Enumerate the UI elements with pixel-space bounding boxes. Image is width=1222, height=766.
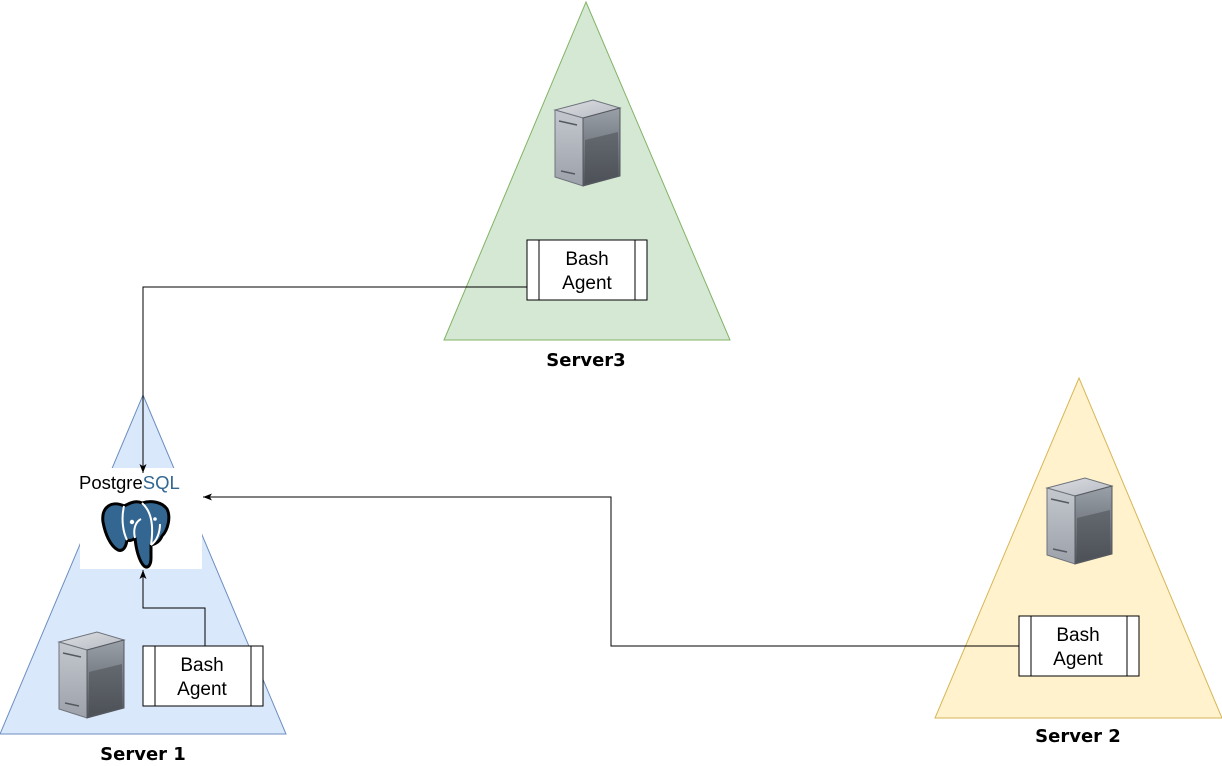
connector-server1-to-postgresql [139,570,206,646]
server2-bash-agent[interactable]: Bash Agent [1018,615,1140,677]
connector-server3-to-postgresql [139,286,527,473]
postgresql-logo-text: PostgreSQL [79,472,180,493]
server2-agent-label-line1: Bash [1056,625,1099,646]
server3-agent-label-line1: Bash [565,249,608,270]
server1-label: Server 1 [100,744,186,765]
postgresql-elephant-icon [101,500,171,569]
server2-node: Bash Agent Server 2 [934,376,1222,747]
server1-agent-label-line1: Bash [180,655,223,676]
postgresql-logo-text-part1: Postgre [79,472,143,493]
server1-node: PostgreSQL Bash Agent Server 1 [0,393,287,765]
server2-label: Server 2 [1035,726,1121,747]
server3-label: Server3 [546,350,625,371]
server3-bash-agent[interactable]: Bash Agent [526,239,648,301]
server3-agent-label-line2: Agent [562,273,612,294]
postgresql-database[interactable]: PostgreSQL [79,468,202,569]
server1-bash-agent[interactable]: Bash Agent [142,645,264,707]
server2-server-icon [1046,477,1113,565]
connector-server2-to-postgresql [203,493,1019,647]
server3-node: Bash Agent Server3 [443,0,731,371]
server1-server-icon [58,631,125,719]
server3-server-icon [554,99,621,187]
server1-agent-label-line2: Agent [177,679,227,700]
postgresql-logo-text-part2: SQL [143,472,180,493]
server2-agent-label-line2: Agent [1053,649,1103,670]
